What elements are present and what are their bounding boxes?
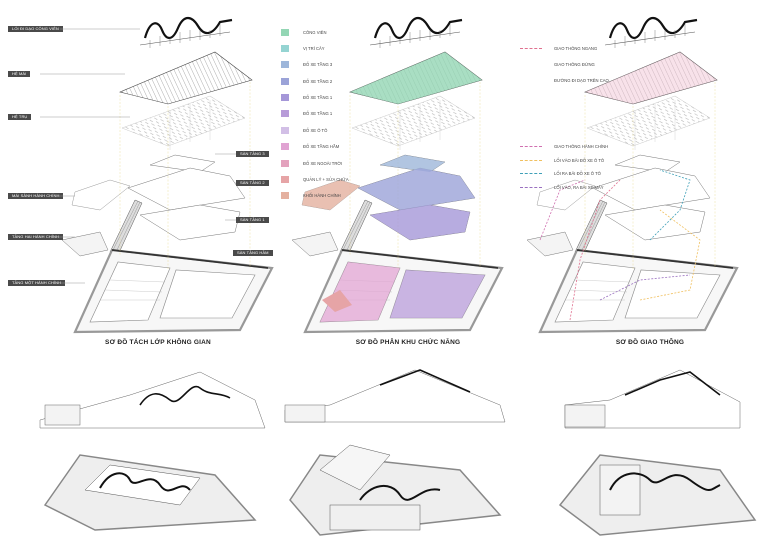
legend-label: VỊ TRÍ CÂY	[303, 46, 325, 51]
perspective-row	[43, 444, 757, 536]
legend-swatch	[281, 29, 289, 36]
title-circulation: SƠ ĐỒ GIAO THÔNG	[615, 339, 685, 346]
label-basement-floor: SÀN TẦNG HẦM	[233, 250, 273, 256]
legend-label: GIAO THÔNG HÀNH CHÍNH	[554, 144, 609, 149]
legend-line	[520, 173, 542, 174]
label-floor-2: SÀN TẦNG 2	[236, 180, 269, 186]
legend-item: VỊ TRÍ CÂY	[281, 45, 325, 52]
label-column-system: HỆ TRỤ	[8, 114, 32, 120]
legend-label: GIAO THÔNG NGANG	[554, 46, 598, 51]
legend-item: ĐỖ XE TẦNG 2	[281, 78, 332, 85]
legend-item: LỐI VÀO BÃI ĐỖ XE Ô TÔ	[520, 158, 604, 163]
legend-label: ĐỖ XE TẦNG 2	[303, 79, 333, 84]
legend-item: ĐỖ XE NGOÀI TRỜI	[281, 160, 342, 167]
title-function-zones: SƠ ĐỒ PHÂN KHU CHỨC NĂNG	[355, 339, 461, 346]
legend-label: ĐỖ XE TẦNG 1	[303, 111, 333, 116]
legend-item: QUẢN LÝ + SỬA CHỮA	[281, 176, 349, 183]
legend-item: LỐI RA BÃI ĐỖ XE Ô TÔ	[520, 171, 601, 176]
legend-line	[520, 48, 542, 49]
label-admin-level1: TẦNG MỘT HÀNH CHÍNH	[8, 280, 66, 286]
legend-swatch	[281, 45, 289, 52]
label-floor-3: SÀN TẦNG 3	[236, 151, 269, 157]
label-admin-lobby-roof: MÁI SẢNH HÀNH CHÍNH	[8, 193, 64, 199]
panel-function-zones	[290, 16, 504, 334]
legend-line	[520, 146, 542, 147]
legend-item: ĐỖ XE Ô TÔ	[281, 127, 327, 134]
legend-label: GIAO THÔNG ĐỨNG	[554, 62, 595, 67]
zone-level1	[370, 205, 470, 240]
zone-admin	[302, 180, 360, 210]
legend-swatch	[281, 143, 289, 150]
zone-level3	[380, 155, 445, 172]
legend-item: ĐƯỜNG ĐI DẠO TRÊN CAO	[520, 78, 609, 83]
legend-line	[520, 187, 542, 188]
legend-swatch	[281, 192, 289, 199]
zone-level2	[358, 168, 475, 210]
legend-label: LỐI VÀO BÃI ĐỖ XE Ô TÔ	[554, 158, 605, 163]
legend-line	[520, 64, 542, 65]
zone-park	[350, 52, 482, 104]
legend-item: GIAO THÔNG ĐỨNG	[520, 62, 595, 67]
legend-label: ĐỖ XE TẦNG 1	[303, 95, 333, 100]
legend-item: LỐI VÀO, RA BÃI XE MÁY	[520, 185, 604, 190]
legend-line	[520, 80, 542, 81]
legend-item: GIAO THÔNG NGANG	[520, 46, 597, 51]
legend-swatch	[281, 78, 289, 85]
legend-swatch	[281, 61, 289, 68]
legend-label: KHỐI HÀNH CHÍNH	[303, 193, 341, 198]
legend-label: ĐỖ XE TẦNG HẦM	[303, 144, 340, 149]
label-admin-level2: TẦNG HAI HÀNH CHÍNH	[8, 234, 64, 240]
legend-label: ĐỖ XE Ô TÔ	[303, 128, 328, 133]
zone-parking	[390, 270, 485, 318]
legend-swatch	[281, 176, 289, 183]
label-floor-1: SÀN TẦNG 1	[236, 217, 269, 223]
legend-item: ĐỖ XE TẦNG 1	[281, 110, 332, 117]
legend-label: ĐỖ XE NGOÀI TRỜI	[303, 161, 343, 166]
legend-line	[520, 160, 542, 161]
legend-swatch	[281, 127, 289, 134]
legend-item: GIAO THÔNG HÀNH CHÍNH	[520, 144, 608, 149]
title-spatial-layers: SƠ ĐỒ TÁCH LỚP KHÔNG GIAN	[105, 339, 211, 346]
elevation-row	[39, 369, 741, 429]
legend-item: KHỐI HÀNH CHÍNH	[281, 192, 341, 199]
legend-label: QUẢN LÝ + SỬA CHỮA	[303, 177, 349, 182]
legend-swatch	[281, 110, 289, 117]
zone-maintenance	[322, 290, 352, 312]
legend-item: CÔNG VIÊN	[281, 29, 327, 36]
legend-swatch	[281, 94, 289, 101]
label-roof-system: HỆ MÁI	[8, 71, 31, 77]
legend-item: ĐỖ XE TẦNG HẦM	[281, 143, 339, 150]
label-park-walkway: LỐI ĐI DẠO CÔNG VIÊN	[8, 26, 63, 32]
legend-item: ĐỖ XE TẦNG 3	[281, 61, 332, 68]
legend-label: LỐI RA BÃI ĐỖ XE Ô TÔ	[554, 171, 601, 176]
legend-label: CÔNG VIÊN	[303, 30, 327, 35]
legend-item: ĐỖ XE TẦNG 1	[281, 94, 332, 101]
legend-label: LỐI VÀO, RA BÃI XE MÁY	[554, 185, 604, 190]
panel-circulation	[525, 16, 739, 334]
legend-label: ĐỖ XE TẦNG 3	[303, 62, 333, 67]
legend-label: ĐƯỜNG ĐI DẠO TRÊN CAO	[554, 78, 609, 83]
legend-swatch	[281, 160, 289, 167]
